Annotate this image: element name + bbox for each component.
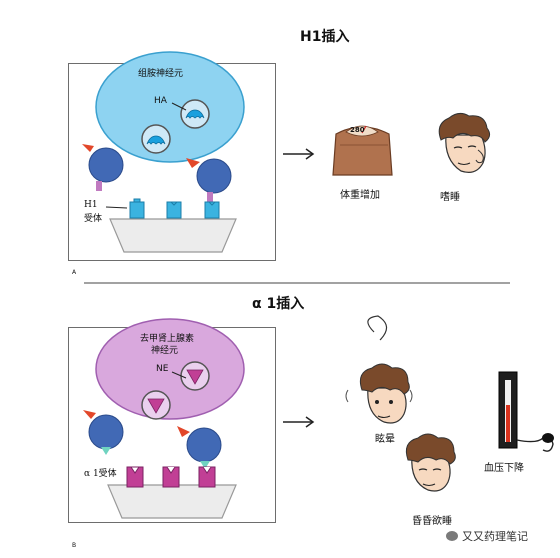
drug-molecule-right [196,158,232,194]
ha-label: HA [154,96,167,106]
ne-label: NE [156,364,169,374]
drug-molecule-left [88,147,124,183]
ne-neuron-label-line1: 去甲肾上腺素 [140,334,195,344]
effect-weight-gain: 体重增加 [340,190,380,201]
wechat-icon [446,531,458,541]
ha-molecule-1 [185,109,205,119]
drowsy-face-icon [405,433,456,492]
postsynaptic-membrane-b [107,484,237,519]
panel-a-letter: A [72,269,77,276]
panel-b-title: α 1插入 [252,296,305,312]
h1-receptor-1 [129,198,145,219]
blood-pressure-gauge-icon [498,371,554,452]
histamine-neuron-label: 组胺神经元 [138,69,184,79]
effect-sedation: 昏昏欲睡 [412,516,452,527]
histamine-neuron [95,51,245,163]
h1-receptor-label-line2: 受体 [84,214,103,224]
alpha1-receptor-1 [126,466,144,488]
watermark-text: 又又药理笔记 [462,530,528,543]
ne-neuron-label-line2: 神经元 [151,346,179,356]
effect-dizziness: 眩晕 [375,434,395,445]
drug-molecule-b-right [186,427,222,463]
effect-drowsiness: 嗜睡 [440,192,460,203]
panel-b-letter: B [72,542,77,549]
postsynaptic-membrane-a [109,218,237,253]
watermark: 又又药理笔记 [446,528,528,544]
h1-receptor-label-line1: H1 [84,200,98,210]
effect-hypotension: 血压下降 [484,463,524,474]
alpha1-receptor-label: α 1受体 [84,469,117,479]
ha-molecule-2 [146,135,166,145]
dizzy-face-icon [345,315,413,424]
panel-a-title: H1插入 [300,29,350,45]
ne-neuron [95,318,245,420]
scale-reading: 280 [350,126,365,134]
drug-molecule-b-left [88,414,124,450]
sleepy-face-icon [438,112,491,173]
